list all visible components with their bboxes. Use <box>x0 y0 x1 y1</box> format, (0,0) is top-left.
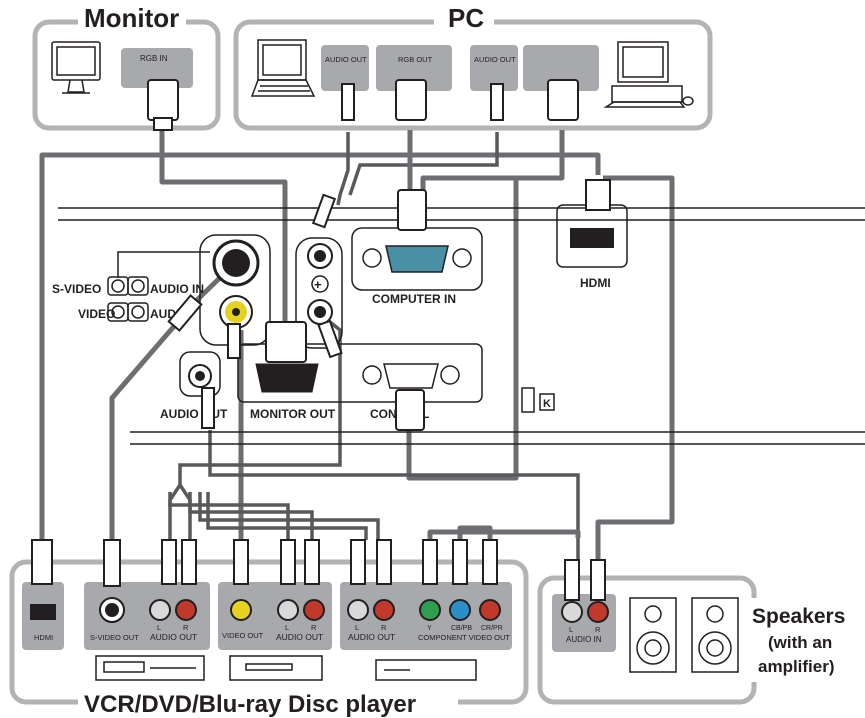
monitor-icon <box>51 41 101 94</box>
speakers-subtitle-2: amplifier) <box>758 657 835 676</box>
cable-audio-2-l <box>168 492 290 540</box>
pc-rgb-panel-2 <box>523 45 599 91</box>
cable-audio-2-r <box>188 492 314 540</box>
player-l-label-2: L <box>285 623 289 632</box>
vcr-icon <box>95 655 205 681</box>
player-l-label-1: L <box>157 623 161 632</box>
cable-audio-3b <box>206 492 368 540</box>
hdmi-port <box>570 228 614 248</box>
cable-speaker-r <box>595 175 675 560</box>
player-hdmi-port <box>30 604 56 620</box>
monitor-out-label: MONITOR OUT <box>250 407 336 421</box>
pc-audio-panel-2 <box>470 45 518 91</box>
svg-text:K: K <box>543 398 551 410</box>
speaker-r-label: R <box>595 625 601 634</box>
desktop-pc-icon <box>603 41 694 108</box>
kensington-lock-icon <box>539 393 555 411</box>
proj-s-video-label: S-VIDEO <box>52 282 101 296</box>
player-cr-label: CR/PR <box>481 625 503 632</box>
pc-audio-out-label-1: AUDIO OUT <box>325 55 367 64</box>
speaker-left-icon <box>629 597 677 673</box>
player-r-label-2: R <box>311 623 317 632</box>
player-hdmi-label: HDMI <box>34 633 53 642</box>
computer-in-label: COMPUTER IN <box>372 292 456 306</box>
component-video-out-label: COMPONENT VIDEO OUT <box>418 633 510 642</box>
monitor-group: Monitor RGB IN <box>32 2 221 131</box>
player-title: VCR/DVD/Blu-ray Disc player <box>84 691 416 718</box>
pc-rgb-out-label: RGB OUT <box>398 55 433 64</box>
speakers-group: L R AUDIO IN Speakers (with an amplifier… <box>537 559 865 705</box>
speakers-title: Speakers <box>752 605 845 628</box>
player-plugs <box>31 539 498 587</box>
pc-rgb-panel <box>376 45 452 91</box>
pc-audio-out-label-2: AUDIO OUT <box>474 55 516 64</box>
cable-hdmi-loop <box>39 152 601 542</box>
player-audio-out-label-2: AUDIO OUT <box>276 632 323 642</box>
cable-pc-audio-2 <box>348 132 499 196</box>
player-y-label: Y <box>427 625 432 632</box>
bluray-icon <box>375 659 477 681</box>
pc-title: PC <box>448 3 484 33</box>
player-s-video-out-label: S-VIDEO OUT <box>90 633 139 642</box>
audio-in-frame <box>295 237 343 349</box>
monitor-port-panel <box>121 48 193 88</box>
speaker-l-label: L <box>569 625 573 634</box>
control-port <box>383 363 439 389</box>
player-cb-label: CB/PB <box>451 625 472 632</box>
dvd-icon <box>229 655 323 681</box>
cable-pc-audio-1 <box>336 132 350 206</box>
pc-group: PC AUDIO OUT RGB OUT AUDIO OUT <box>233 2 713 131</box>
cable-s-video <box>109 266 232 540</box>
player-l-label-3: L <box>355 623 359 632</box>
player-video-port <box>230 599 252 621</box>
security-slot <box>521 387 535 413</box>
player-video-out-label: VIDEO OUT <box>222 631 264 640</box>
cable-audio-3 <box>198 492 380 540</box>
player-audio-out-label-3: AUDIO OUT <box>348 632 395 642</box>
audio-out-label: AUDIO OUT <box>160 407 228 421</box>
monitor-out-port <box>255 363 319 393</box>
connectors <box>147 79 611 431</box>
cable-component <box>427 529 581 540</box>
cable-component-2 <box>457 525 493 540</box>
laptop-icon <box>250 39 316 97</box>
player-r-label-1: R <box>183 623 189 632</box>
hdmi-label: HDMI <box>580 276 611 290</box>
computer-in-port <box>385 245 449 273</box>
player-group: VCR/DVD/Blu-ray Disc player HDMI S-VIDEO… <box>9 559 529 718</box>
monitor-title: Monitor <box>84 3 179 33</box>
cable-pc-rgb-2 <box>420 130 565 195</box>
cable-control <box>406 178 519 481</box>
proj-video-label: VIDEO <box>78 307 115 321</box>
pc-audio-panel-1 <box>321 45 369 91</box>
player-audio-out-label-1: AUDIO OUT <box>150 632 197 642</box>
rgb-in-label: RGB IN <box>140 54 168 63</box>
speaker-right-icon <box>691 597 739 673</box>
svg-text:+: + <box>314 277 322 292</box>
proj-audio-in-label-1: AUDIO IN <box>150 282 204 296</box>
cable-audio-out <box>208 430 580 560</box>
speaker-audio-in-label: AUDIO IN <box>566 635 602 644</box>
cables <box>39 128 675 560</box>
player-r-label-3: R <box>381 623 387 632</box>
speakers-subtitle-1: (with an <box>768 633 832 652</box>
